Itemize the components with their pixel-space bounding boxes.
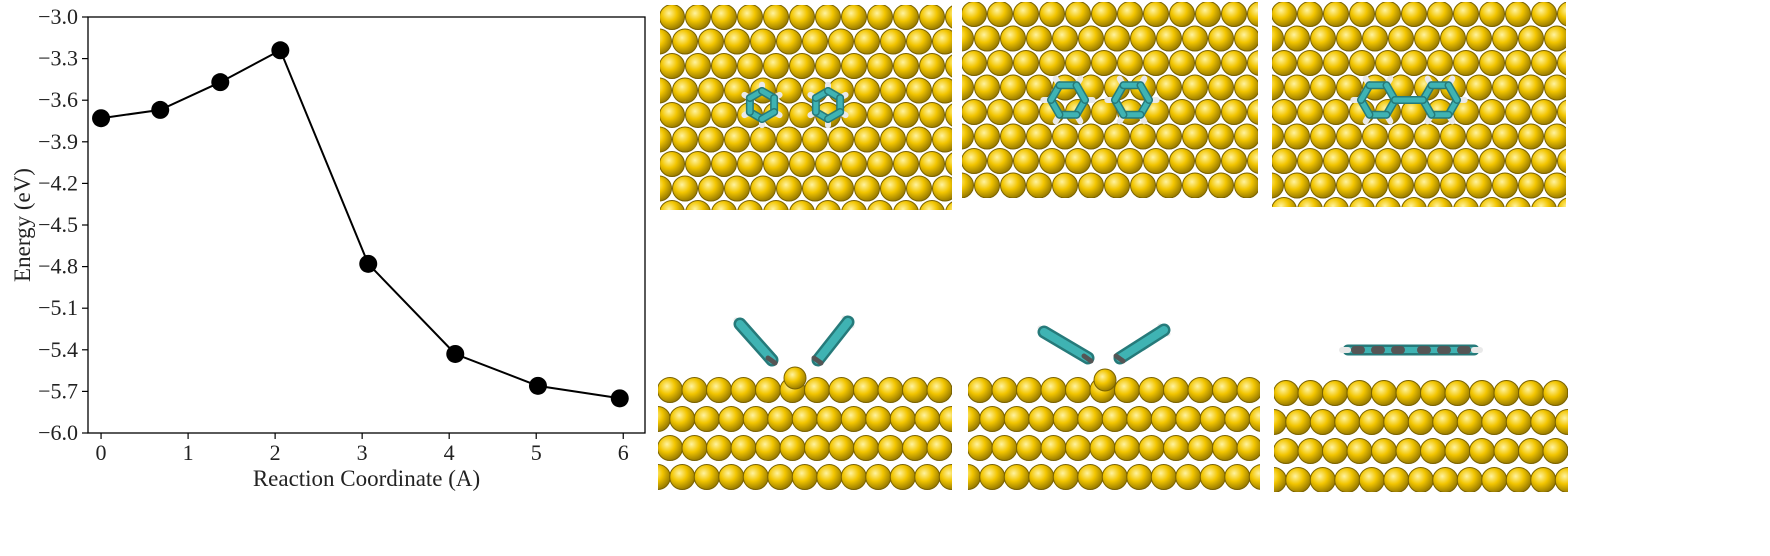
data-point: [92, 109, 111, 128]
y-tick-label: −3.6: [38, 87, 78, 112]
x-tick-label: 2: [270, 440, 281, 465]
energy-profile-chart: −3.0 −3.3 −3.6 −3.9 −4.2 −4.5 −4.8 −5.1 −5.4 −5.7…: [10, 4, 646, 491]
structure-panel-4: [658, 315, 952, 490]
structure-panel-1: [660, 5, 952, 210]
data-point: [271, 41, 290, 60]
data-point: [446, 344, 465, 363]
y-tick-label: −5.4: [38, 337, 78, 362]
y-tick-label: −5.7: [38, 378, 78, 403]
data-point: [359, 254, 378, 273]
y-tick-label: −3.0: [38, 4, 78, 29]
structure-panel-2: [962, 2, 1258, 198]
structure-panel-6: [1274, 344, 1568, 492]
x-tick-label: 0: [96, 440, 107, 465]
y-tick-label: −4.8: [38, 254, 78, 279]
x-tick-label: 5: [531, 440, 542, 465]
data-point: [610, 389, 629, 408]
series-line-layer: [92, 41, 629, 408]
structure-panel-3: [1272, 2, 1566, 207]
x-axis-label: Reaction Coordinate (A): [253, 466, 480, 491]
x-tick-label: 4: [444, 440, 455, 465]
data-point: [211, 73, 230, 92]
y-tick-label: −5.1: [38, 295, 78, 320]
data-point: [528, 376, 547, 395]
y-tick-label: −6.0: [38, 420, 78, 445]
y-tick-label: −4.5: [38, 212, 78, 237]
axes: −3.0 −3.3 −3.6 −3.9 −4.2 −4.5 −4.8 −5.1 −5.4 −5.7…: [38, 4, 646, 465]
y-tick-label: −3.3: [38, 46, 78, 71]
x-tick-label: 3: [357, 440, 368, 465]
structure-panel-5: [968, 323, 1260, 490]
x-tick-label: 6: [618, 440, 629, 465]
data-point: [151, 100, 170, 119]
y-tick-label: −3.9: [38, 129, 78, 154]
y-axis-label: Energy (eV): [10, 168, 35, 282]
series-line: [100, 48, 620, 400]
x-tick-label: 1: [183, 440, 194, 465]
plot-frame: [87, 16, 646, 434]
y-tick-label: −4.2: [38, 170, 78, 195]
